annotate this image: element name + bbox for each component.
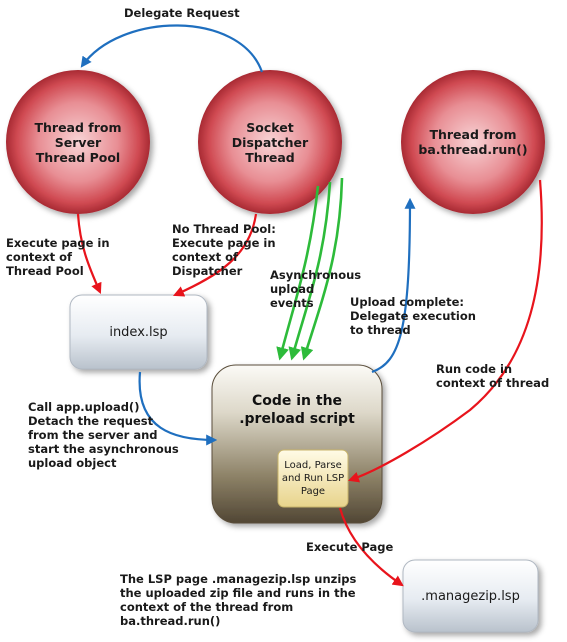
managezip-note: The LSP page .managezip.lsp unzips the u…	[120, 572, 357, 628]
ba-thread-node	[401, 70, 545, 214]
no-thread-pool-label: No Thread Pool: Execute page in context …	[172, 222, 276, 278]
delegate-request-arrow	[80, 24, 264, 73]
dispatcher-to-index-arrow	[172, 213, 258, 297]
managezip-title: .managezip.lsp	[421, 588, 520, 604]
async-event-arrow-3	[300, 177, 344, 361]
socket-dispatcher-node	[198, 70, 342, 214]
run-code-arrow	[347, 179, 543, 483]
execute-page-arrow	[338, 507, 404, 587]
async-event-arrow-2	[288, 181, 332, 361]
delegate-request-label: Delegate Request	[124, 6, 240, 20]
async-event-arrow-1	[276, 185, 320, 361]
load-parse-title: Load, Parse and Run LSP Page	[281, 460, 345, 497]
upload-complete-label: Upload complete: Delegate execution to t…	[350, 295, 476, 337]
server-pool-title: Thread from Server Thread Pool	[34, 119, 122, 165]
call-upload-label: Call app.upload() Detach the request fro…	[28, 400, 179, 470]
index-to-preload-arrow	[138, 371, 218, 446]
preload-title: Code in the .preload script	[239, 393, 355, 427]
run-code-label: Run code in context of thread	[436, 362, 550, 390]
index-lsp-node	[69, 294, 208, 370]
index-lsp-title: index.lsp	[109, 324, 168, 340]
execute-context-pool-label: Execute page in context of Thread Pool	[6, 236, 110, 278]
socket-dispatcher-title: Socket Dispatcher Thread	[231, 119, 309, 165]
managezip-lsp-node	[402, 559, 539, 633]
upload-complete-arrow	[371, 197, 416, 374]
execute-page-label: Execute Page	[306, 540, 394, 554]
server-thread-pool-node	[6, 70, 150, 214]
async-events-label: Asynchronous upload events	[270, 268, 362, 310]
ba-thread-title: Thread from ba.thread.run()	[418, 127, 528, 157]
pool-to-index-arrow	[76, 213, 102, 295]
